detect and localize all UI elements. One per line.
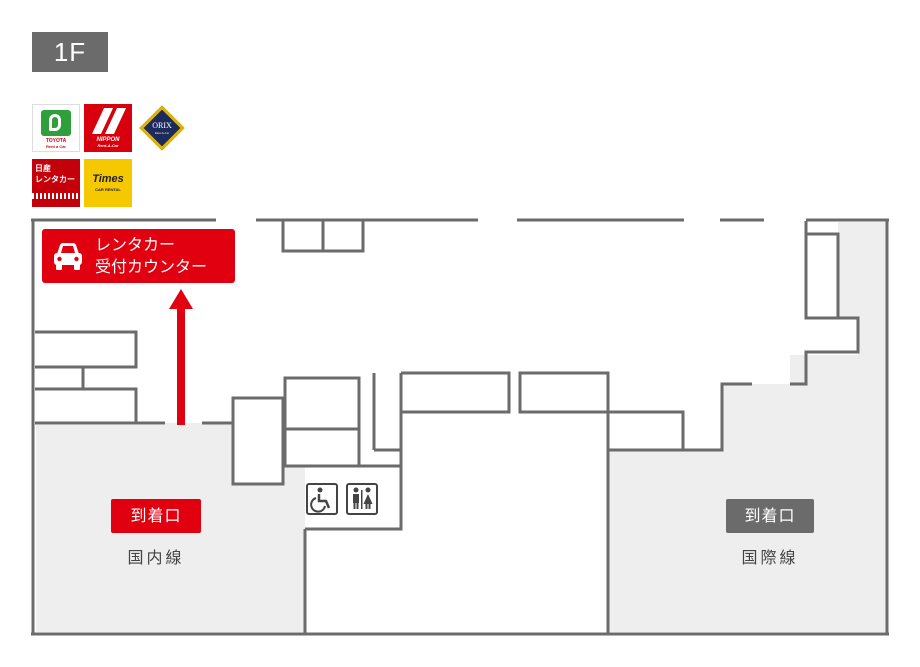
toyota-logo-sub: Rent a Car	[45, 144, 66, 149]
times-logo-sub: CAR RENTAL	[95, 187, 121, 192]
counter-label-line1: レンタカー	[95, 235, 176, 254]
nissan-rent-a-car-logo: 日産 レンタカー	[32, 159, 80, 207]
counter-label-line2: 受付カウンター	[95, 257, 208, 276]
car-icon	[54, 243, 82, 270]
nippon-logo-sub: Rent-A-Car	[97, 143, 119, 148]
orix-logo-name: ORIX	[152, 121, 172, 130]
nissan-logo-line2: レンタカー	[35, 175, 75, 184]
toyota-rent-a-car-logo: TOYOTA Rent a Car	[32, 104, 80, 152]
direction-arrow	[169, 289, 193, 425]
international-arrival-badge: 到着口	[726, 499, 814, 533]
times-car-rental-logo: Times CAR RENTAL	[84, 159, 132, 207]
toyota-mark-icon	[41, 110, 71, 136]
times-logo-name: Times	[92, 173, 124, 185]
international-arrival-area	[608, 222, 886, 632]
floor-label: 1F	[32, 32, 108, 72]
shaded-areas	[36, 222, 886, 632]
wheelchair-icon	[306, 483, 338, 515]
international-terminal-label: 国際線	[741, 548, 799, 567]
nissan-logo-line1: 日産	[35, 164, 51, 173]
orix-logo-sub: Rent-A-Car	[154, 131, 170, 135]
domestic-arrival-badge: 到着口	[111, 499, 201, 533]
rental-car-counter-sign: レンタカー 受付カウンター	[42, 229, 235, 283]
toyota-logo-name: TOYOTA	[45, 138, 67, 144]
restroom-icon	[346, 483, 378, 515]
nissan-stripe-icon	[32, 193, 80, 199]
walls	[31, 218, 889, 636]
domestic-terminal-label: 国内線	[127, 548, 185, 567]
nippon-rent-a-car-logo: NIPPON Rent-A-Car	[84, 104, 132, 152]
orix-rent-a-car-logo: ORIX Rent-A-Car	[138, 104, 186, 152]
nippon-logo-name: NIPPON	[96, 137, 120, 143]
